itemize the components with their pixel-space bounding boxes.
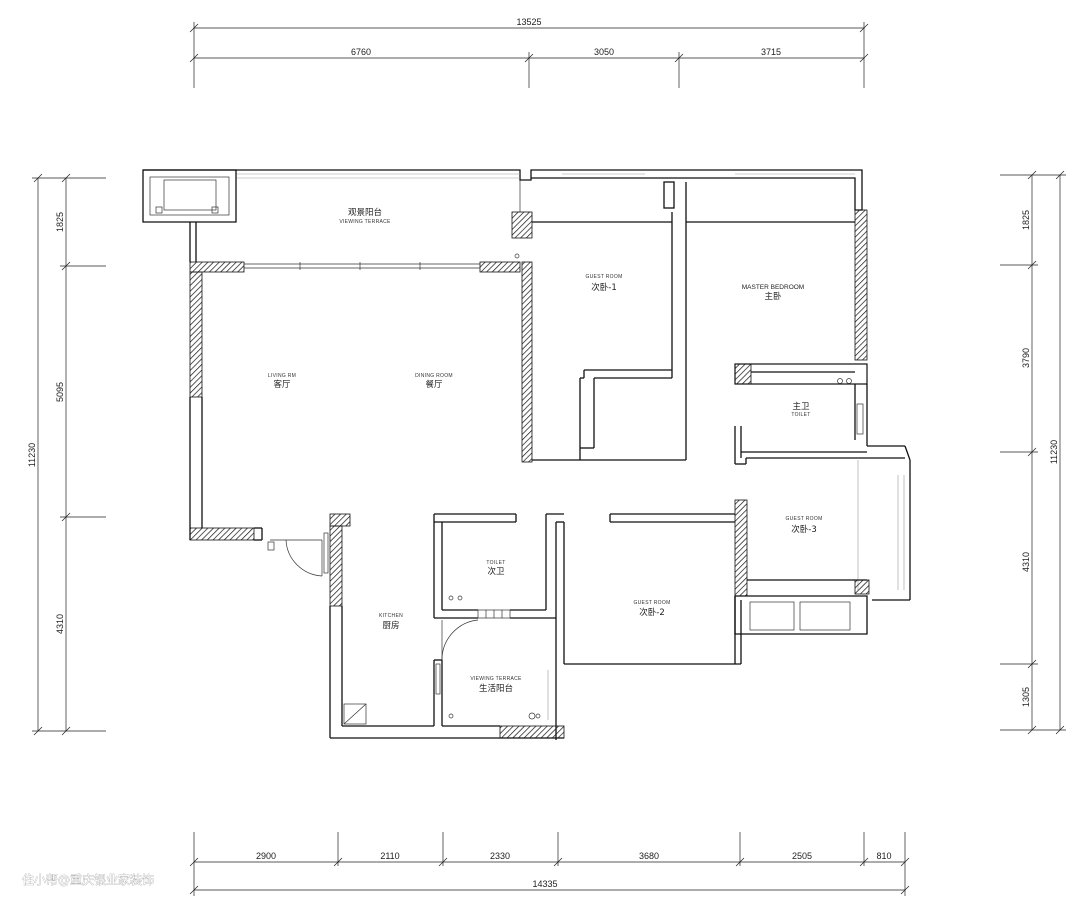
dim-bottom-6: 810 [876, 851, 891, 861]
dimension-left: 11230 1825 5095 4310 [27, 173, 106, 736]
dim-bottom-total: 14335 [532, 879, 557, 889]
label-kitchen-cn: 厨房 [382, 620, 399, 631]
label-dining-room-cn: 餐厅 [425, 380, 443, 390]
label-guest-room-2-en: GUEST ROOM [633, 600, 670, 606]
label-living-room-cn: 客厅 [273, 379, 291, 390]
dim-right-1: 1825 [1021, 210, 1031, 230]
label-guest-room-1-cn: 次卧-1 [591, 282, 616, 293]
dim-bottom-2: 2110 [380, 851, 399, 861]
dim-right-4: 1305 [1021, 687, 1031, 707]
dim-top-2: 3050 [594, 47, 614, 57]
watermark: 住小帮@重庆银业家装饰 [22, 872, 154, 887]
label-master-bedroom-cn: 主卧 [764, 291, 782, 302]
dim-top-total: 13525 [516, 17, 541, 27]
label-guest-room-3-cn: 次卧-3 [791, 524, 816, 535]
label-living-terrace-cn: 生活阳台 [479, 683, 513, 694]
label-living-room-en: LIVING RM [268, 373, 296, 379]
dim-left-1: 1825 [55, 212, 65, 232]
dim-left-total: 11230 [27, 443, 37, 467]
label-guest-room-3-en: GUEST ROOM [785, 516, 822, 522]
dim-bottom-5: 2505 [792, 851, 812, 861]
dim-top-3: 3715 [761, 47, 781, 57]
dim-bottom-1: 2900 [256, 851, 276, 861]
label-guest-room-2-cn: 次卧-2 [639, 607, 664, 618]
label-guest-room-1-en: GUEST ROOM [585, 274, 622, 280]
label-master-toilet-cn: 主卫 [792, 401, 810, 412]
label-viewing-terrace-cn: 观景阳台 [348, 207, 382, 218]
label-toilet-en: TOILET [486, 560, 505, 566]
dim-left-3: 4310 [55, 614, 65, 634]
dim-left-2: 5095 [55, 382, 65, 402]
label-dining-room-en: DINING ROOM [415, 373, 453, 379]
label-viewing-terrace-en: VIEWING TERRACE [339, 219, 391, 225]
dim-right-3: 4310 [1021, 552, 1031, 572]
dim-top-1: 6760 [351, 47, 371, 57]
label-living-terrace-en: VIEWING TERRACE [470, 676, 522, 682]
dim-bottom-4: 3680 [639, 851, 659, 861]
dimension-top: 13525 6760 3050 3715 [189, 17, 869, 88]
dimension-bottom: 2900 2110 2330 3680 2505 810 14335 [189, 832, 910, 896]
label-toilet-cn: 次卫 [487, 566, 505, 577]
dim-right-2: 3790 [1021, 348, 1031, 368]
label-master-toilet-en: TOILET [791, 412, 810, 418]
room-labels: 观景阳台 VIEWING TERRACE LIVING RM 客厅 DINING… [268, 207, 822, 694]
walls [142, 169, 911, 740]
label-master-bedroom-en: MASTER BEDROOM [742, 284, 804, 291]
dim-right-total: 11230 [1049, 440, 1059, 464]
dimension-right: 1825 3790 4310 1305 11230 [1000, 170, 1066, 735]
dim-bottom-3: 2330 [490, 851, 510, 861]
label-kitchen-en: KITCHEN [379, 613, 403, 619]
